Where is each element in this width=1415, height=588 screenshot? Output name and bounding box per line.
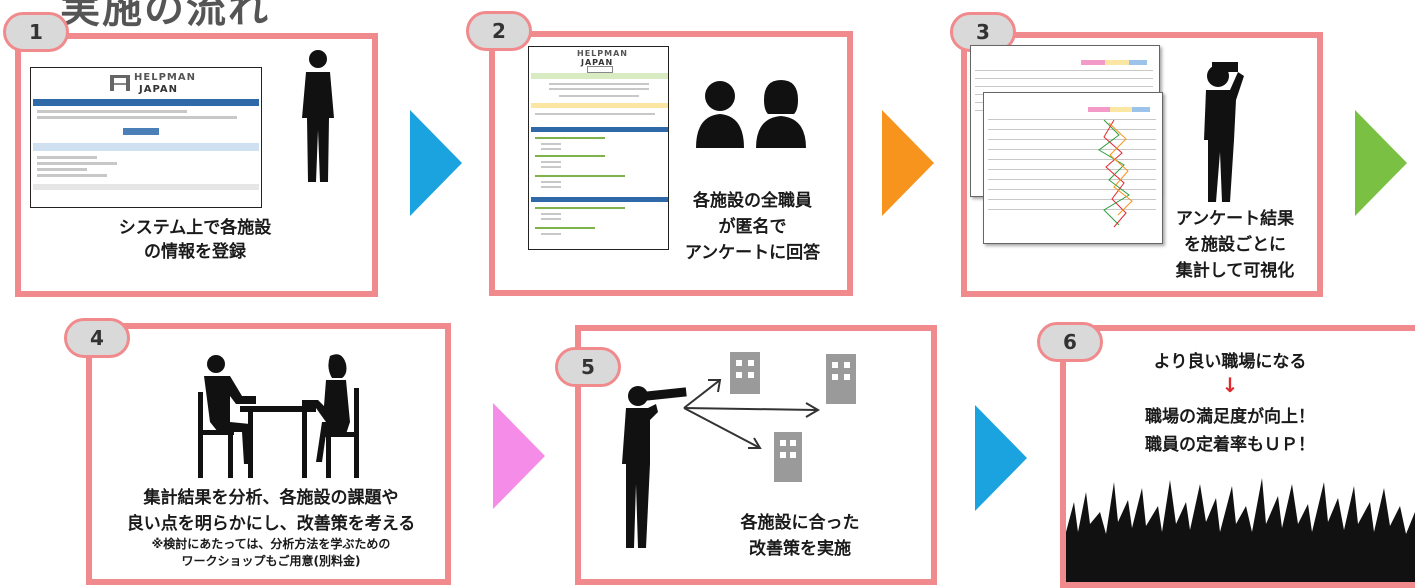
- arrow-step1-to-2: [410, 110, 462, 216]
- step-6-down-arrow: ↓: [1221, 373, 1239, 397]
- step-4-note: ※検討にあたっては、分析方法を学ぶための ワークショップもご用意(別料金): [151, 537, 391, 568]
- step-6-line1: より良い職場になる: [1153, 352, 1307, 372]
- person-silhouette-icon: [302, 50, 334, 182]
- cheering-crowd-icon: [1066, 478, 1415, 582]
- direction-arrows: [683, 379, 820, 449]
- arrow-step2-to-3: [882, 110, 934, 216]
- helpman-logo-icon: [110, 75, 130, 91]
- helpman-logo: HELPMAN: [134, 72, 196, 83]
- step-4-caption: 集計結果を分析、各施設の課題や 良い点を明らかにし、改善策を考える: [126, 488, 416, 534]
- survey-form-thumbnail: HELPMAN JAPAN: [528, 46, 669, 250]
- building-icon: [730, 352, 760, 394]
- step-4-box: [86, 323, 451, 585]
- arrow-step3-to-4: [1355, 110, 1407, 216]
- step-2-caption: 各施設の全職員 が匿名で アンケートに回答: [684, 191, 821, 263]
- helpman-logo-japan: JAPAN: [139, 84, 178, 95]
- step-5-caption: 各施設に合った 改善策を実施: [740, 513, 860, 559]
- building-icon: [774, 432, 802, 482]
- report-sheet-front: [983, 92, 1163, 244]
- step-1-caption: システム上で各施設 の情報を登録: [118, 218, 272, 262]
- step-6-badge: 6: [1037, 322, 1103, 362]
- page-title-fragment: 実施の流れ: [60, 0, 270, 32]
- step-4-badge: 4: [64, 318, 130, 358]
- telescope-person-icon: [622, 386, 687, 548]
- binocular-person-icon: [1204, 62, 1244, 202]
- arrow-step5-to-6: [975, 405, 1027, 511]
- step-3-caption: アンケート結果 を施設ごとに 集計して可視化: [1175, 209, 1295, 281]
- arrow-step4-to-5: [493, 403, 545, 509]
- meeting-table-icon: [198, 354, 359, 478]
- registration-screen-thumbnail: HELPMAN JAPAN: [30, 67, 262, 208]
- step-5-badge: 5: [555, 347, 621, 387]
- step-6-line2: 職場の満足度が向上！: [1145, 407, 1315, 427]
- two-people-icon: [696, 80, 806, 148]
- step-6-line3: 職員の定着率もＵＰ！: [1145, 435, 1315, 455]
- building-icon: [826, 354, 856, 404]
- step-2-badge: 2: [466, 11, 532, 51]
- step-1-badge: 1: [3, 12, 69, 52]
